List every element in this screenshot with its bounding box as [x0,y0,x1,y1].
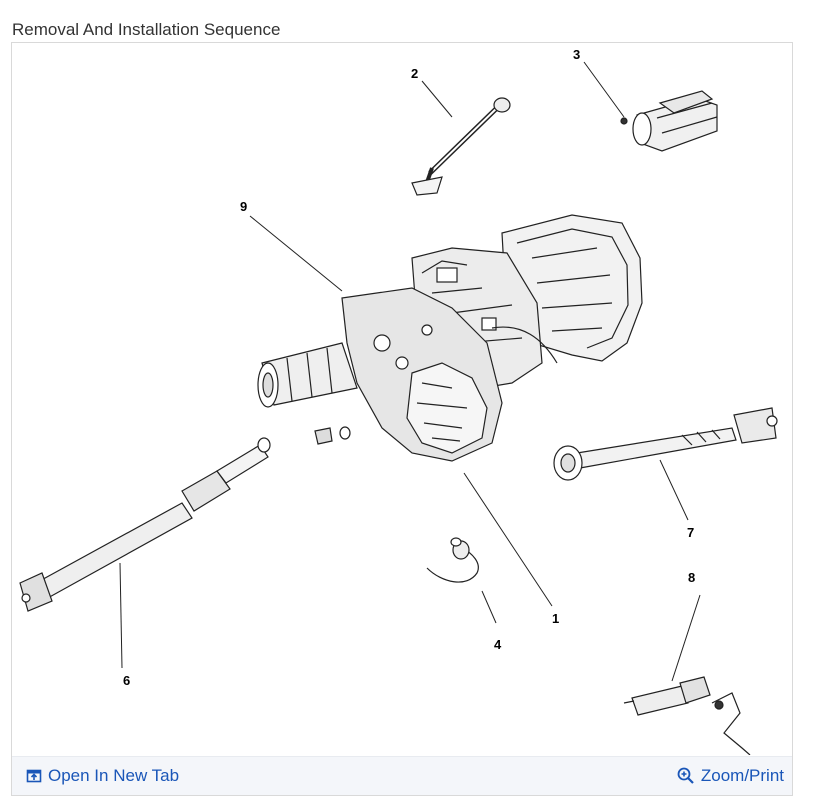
callout-labels: 1 2 3 4 6 7 8 9 [123,47,695,688]
callout-2: 2 [411,66,418,81]
part-7-front-driveshaft [553,407,778,481]
open-in-new-tab-icon [26,769,42,783]
leader-lines [119,61,701,682]
zoom-in-icon [677,767,694,784]
part-8-shift-actuator [623,676,751,755]
callout-8: 8 [688,570,695,585]
part-3-starter-motor [620,90,718,152]
zoom-print-label: Zoom/Print [700,766,784,785]
exploded-view-diagram: 1 2 3 4 6 7 8 9 [19,47,778,755]
callout-6: 6 [123,673,130,688]
callout-1: 1 [552,611,559,626]
open-in-new-tab-button[interactable]: Open In New Tab [26,766,179,786]
callout-3: 3 [573,47,580,62]
callout-9: 9 [240,199,247,214]
image-toolbar: Open In New Tab Zoom/Print [12,756,792,795]
zoom-print-button[interactable]: Zoom/Print [677,766,784,786]
part-2-shift-rod [411,97,511,196]
callout-7: 7 [687,525,694,540]
part-4-sensor-cable [426,537,479,583]
part-6-rear-driveshaft [19,437,271,612]
diagram-frame: 1 2 3 4 6 7 8 9 Open In New Tab Zoom/ [11,42,793,796]
open-in-new-tab-label: Open In New Tab [48,766,180,785]
page-title: Removal And Installation Sequence [12,20,281,39]
transmission-assembly [257,214,643,462]
callout-4: 4 [494,637,502,652]
